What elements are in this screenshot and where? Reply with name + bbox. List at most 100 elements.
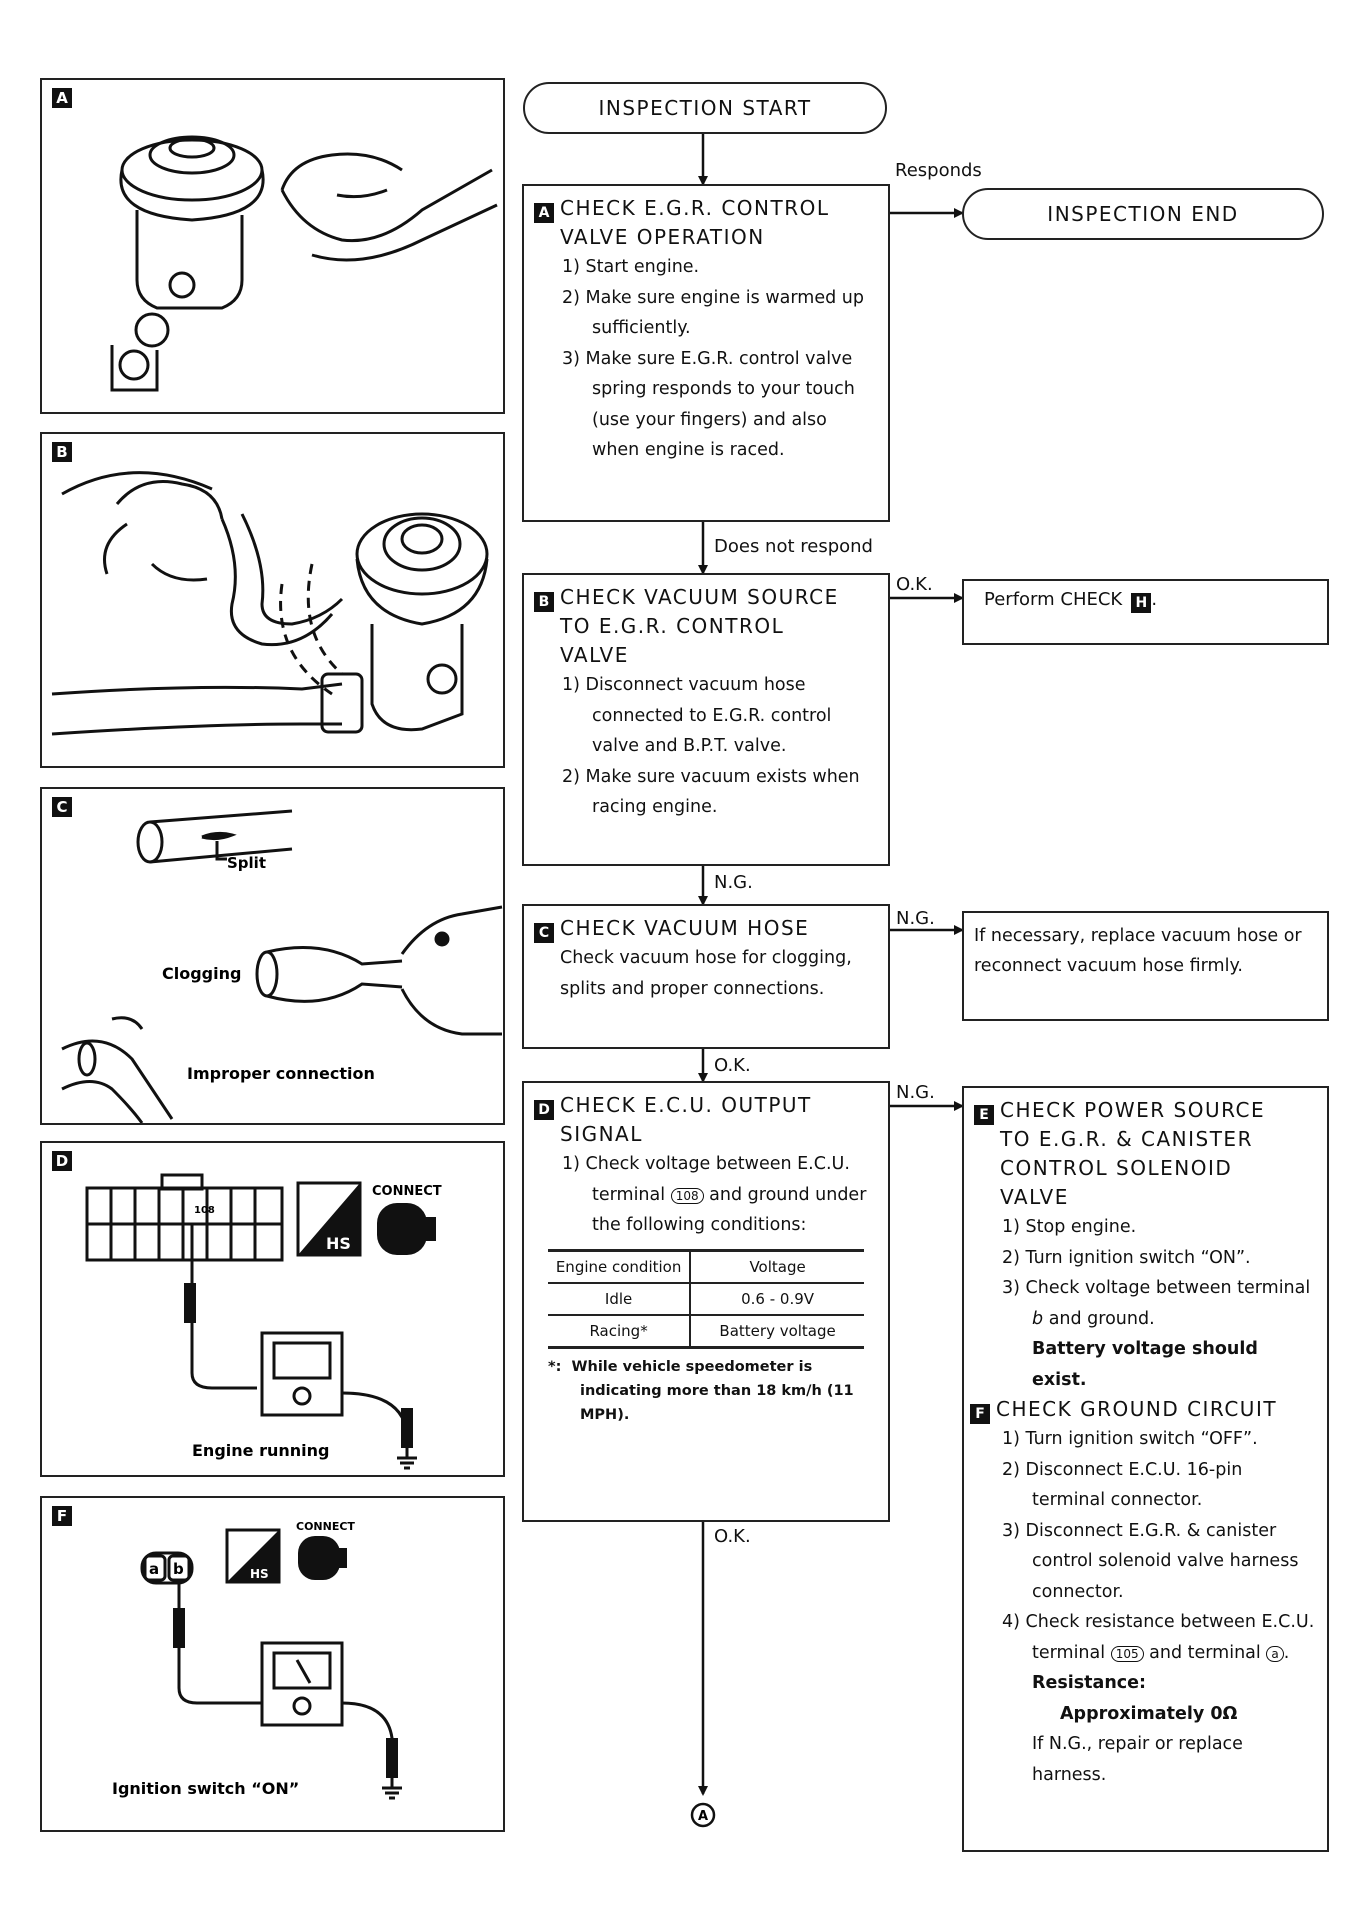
vacuum-source-illustration [51,471,489,736]
check-e-title-4: VALVE [1000,1185,1069,1209]
check-f-step-3: 3) Disconnect E.G.R. & canister control … [1002,1520,1299,1602]
terminal-a-badge: a [1266,1645,1284,1662]
check-c-body: Check vacuum hose for clogging, splits a… [560,948,852,999]
check-f-letter: F [970,1404,990,1424]
ng-label-b-down: N.G. [714,872,753,893]
ground-circuit-check-illustration: a b HS CONNECT Ignition switch “ON” [112,1520,402,1800]
check-a-step-1: 1) Start engine. [562,257,700,277]
check-f-step-1: 1) Turn ignition switch “OFF”. [1002,1429,1258,1449]
vacuum-hose-illustration: Split Clogging Improper connection [61,809,503,1124]
ng-label-c: N.G. [896,908,935,929]
terminal-105-badge: 105 [1110,1645,1144,1662]
check-f-ng-note: If N.G., repair or replace harness. [1032,1734,1243,1785]
table-header-cell: Engine condition [548,1248,692,1283]
panel-tag: B [52,442,72,462]
check-b-step-2: 2) Make sure vacuum exists when racing e… [562,766,860,818]
illustration-panel-b: B [40,432,505,768]
panel-tag: A [52,88,72,108]
pin-a-label: a [149,1560,159,1578]
ecu-voltage-check-illustration: 108 HS CONNECT Engine running [85,1173,442,1470]
check-f-step-4: 4) Check resistance between E.C.U. termi… [1002,1612,1315,1663]
voltage-table-wrap: Engine condition Voltage Idle 0.6 - 0.9V… [548,1248,864,1349]
connect-label: CONNECT [372,1184,442,1199]
check-a-title-2: VALVE OPERATION [560,225,765,249]
check-b-title-2: TO E.G.R. CONTROL [560,614,785,638]
inspection-end-label: INSPECTION END [1047,202,1239,226]
check-e-step-2: 2) Turn ignition switch “ON”. [1002,1247,1251,1268]
ignition-on-caption: Ignition switch “ON” [112,1779,299,1798]
terminal-108-badge: 108 [670,1187,704,1204]
inspection-start-label: INSPECTION START [598,96,812,120]
voltage-table: Engine condition Voltage Idle 0.6 - 0.9V… [548,1248,864,1349]
table-header-cell: Voltage [690,1248,864,1283]
check-d-step-1: 1) Check voltage between E.C.U. terminal… [562,1154,867,1235]
improper-connection-label: Improper connection [187,1064,375,1083]
inspection-end-terminal: INSPECTION END [962,188,1324,240]
ok-label-d-down: O.K. [714,1526,751,1547]
ng-label-d: N.G. [896,1082,935,1103]
illustration-panel-d: D 108 HS CONNECT [40,1141,505,1477]
illustration-panel-c: C Split Clogging Improper connection [40,787,505,1125]
resistance-label: Resistance: [1032,1673,1147,1693]
replace-hose-text: If necessary, replace vacuum hose or rec… [974,926,1302,976]
connector-icon [298,1536,347,1580]
check-e-letter: E [974,1105,994,1125]
does-not-respond-label: Does not respond [714,536,873,557]
check-b-step-1: 1) Disconnect vacuum hose connected to E… [562,675,832,756]
check-e-title-3: CONTROL SOLENOID [1000,1156,1233,1180]
terminal-108-label: 108 [194,1205,215,1216]
table-cell: Racing* [548,1313,692,1349]
check-c-letter: C [534,923,554,943]
hs-icon: HS [326,1234,351,1253]
table-cell: 0.6 - 0.9V [690,1281,864,1315]
connector-letter: A [698,1809,708,1824]
illustration-panel-a: A [40,78,505,414]
clogging-label: Clogging [162,964,241,983]
panel-tag: C [52,797,72,817]
check-a-letter: A [534,203,554,223]
table-footnote: *: While vehicle speedometer is indicati… [548,1358,854,1423]
table-row: Engine condition Voltage [548,1248,864,1283]
perform-check-letter: H [1131,593,1152,613]
ok-label-c-down: O.K. [714,1055,751,1076]
check-d-title-2: SIGNAL [560,1122,643,1146]
panel-tag: F [52,1506,72,1526]
connect-label: CONNECT [296,1520,355,1533]
check-a-step-2: 2) Make sure engine is warmed up suffici… [562,287,864,339]
egr-valve-touch-illustration [110,135,498,392]
check-b-title-3: VALVE [560,643,629,667]
resistance-value: Approximately 0Ω [1060,1703,1238,1724]
responds-label: Responds [895,160,982,181]
check-e-step-1: 1) Stop engine. [1002,1217,1137,1237]
table-cell: Idle [548,1281,692,1315]
check-e-expected: Battery voltage should exist. [1032,1339,1258,1390]
ok-label-b: O.K. [896,574,933,595]
hs-icon: HS [250,1567,269,1581]
check-a-step-3: 3) Make sure E.G.R. control valve spring… [562,348,855,461]
check-e-title-2: TO E.G.R. & CANISTER [1000,1127,1253,1151]
table-row: Racing* Battery voltage [548,1313,864,1349]
inspection-start-terminal: INSPECTION START [523,82,887,134]
connector-icon [377,1203,436,1255]
check-b-letter: B [534,592,554,612]
pin-b-label: b [173,1560,184,1578]
table-cell: Battery voltage [690,1313,864,1349]
illustration-panel-f: F a b HS CONNECT Ignition switch “ON” [40,1496,505,1832]
continuation-connector [690,1802,716,1828]
check-d-letter: D [534,1100,554,1120]
terminal-b-mark: b [1032,1308,1044,1329]
table-row: Idle 0.6 - 0.9V [548,1281,864,1315]
panel-tag: D [52,1151,72,1171]
replace-hose-box: If necessary, replace vacuum hose or rec… [962,911,1329,1021]
